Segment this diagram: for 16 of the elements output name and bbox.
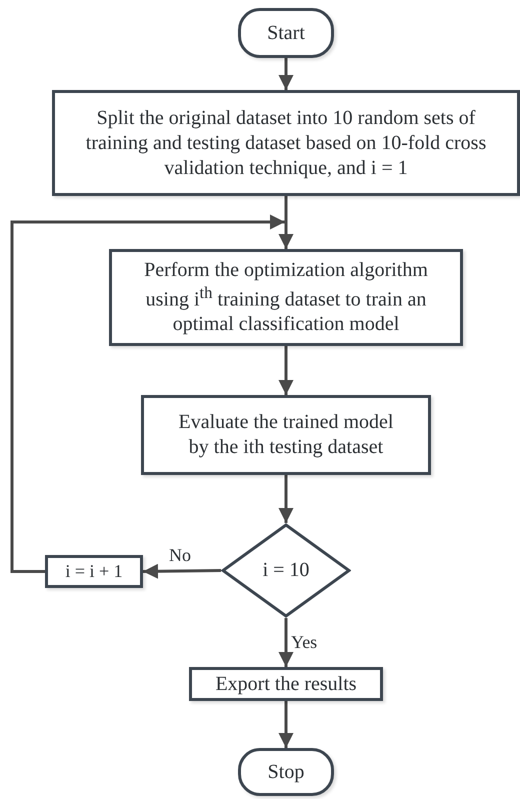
process-box (109, 249, 463, 346)
terminal-box (238, 748, 334, 796)
process-box (141, 395, 431, 475)
step-text: Split the original dataset into 10 random sets of training and testing dataset based on 10-fold cross validation technique, and i = 1 (84, 106, 488, 180)
decision-diamond (221, 523, 351, 618)
condition-text: i = 10 (262, 558, 310, 583)
terminal-label: Stop (268, 760, 304, 784)
step-text: Evaluate the trained model by the ith testing dataset (178, 410, 394, 460)
terminal-box (238, 8, 334, 58)
process-box (45, 555, 143, 588)
step-text: Export the results (215, 672, 357, 696)
terminal-label: Start (267, 20, 305, 46)
step-text: Perform the optimization algorithm using i$^{th}$ training dataset to train an optimal classification model (143, 258, 429, 338)
process-box (189, 667, 383, 701)
process-box (52, 90, 520, 196)
step-text: i = i + 1 (65, 560, 123, 583)
